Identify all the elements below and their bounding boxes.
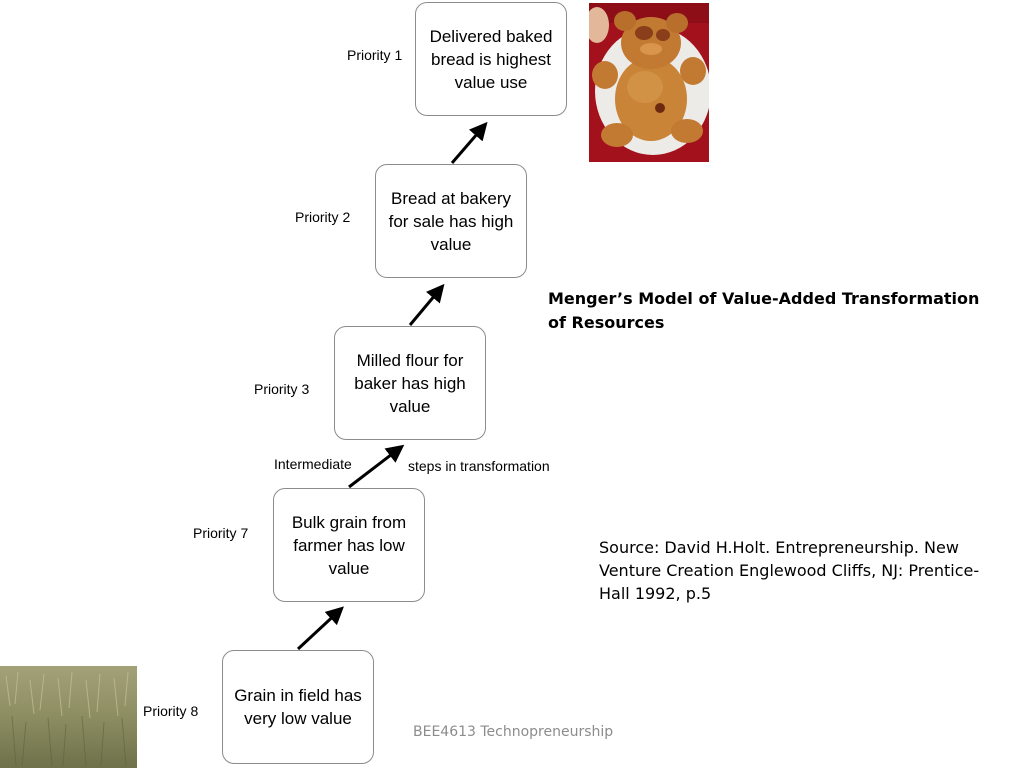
arrow-3-to-2 (408, 283, 445, 326)
step-box-grain-field: Grain in field has very low value (222, 650, 374, 764)
priority-label-2: Priority 2 (295, 209, 351, 225)
diagram-title: Menger’s Model of Value-Added Transforma… (548, 289, 980, 332)
bear-bread-photo (589, 3, 709, 162)
priority-label-8: Priority 8 (143, 703, 199, 719)
arrow-8-to-7 (296, 606, 344, 651)
slide-footer: BEE4613 Technopreneurship (413, 724, 614, 740)
priority-label-1: Priority 1 (347, 47, 403, 63)
intermediate-label: Intermediate (274, 456, 352, 472)
arrow-7-to-3 (348, 444, 405, 489)
step-text: Bread at bakery for sale has high value (388, 188, 514, 254)
grain-field-photo (0, 666, 137, 768)
priority-label-7: Priority 7 (193, 525, 249, 541)
step-box-bulk-grain: Bulk grain from farmer has low value (273, 488, 425, 602)
transformation-steps-label: steps in transformation (408, 458, 550, 474)
arrow-2-to-1 (450, 121, 488, 164)
priority-label-3: Priority 3 (254, 381, 310, 397)
step-text: Bulk grain from farmer has low value (291, 512, 407, 578)
step-text: Delivered baked bread is highest value u… (429, 26, 553, 92)
step-text: Grain in field has very low value (234, 686, 362, 728)
step-box-delivered-bread: Delivered baked bread is highest value u… (415, 2, 567, 116)
step-box-milled-flour: Milled flour for baker has high value (334, 326, 486, 440)
step-box-bakery-bread: Bread at bakery for sale has high value (375, 164, 527, 278)
source-citation: Source: David H.Holt. Entrepreneurship. … (599, 538, 980, 603)
step-text: Milled flour for baker has high value (354, 350, 466, 416)
